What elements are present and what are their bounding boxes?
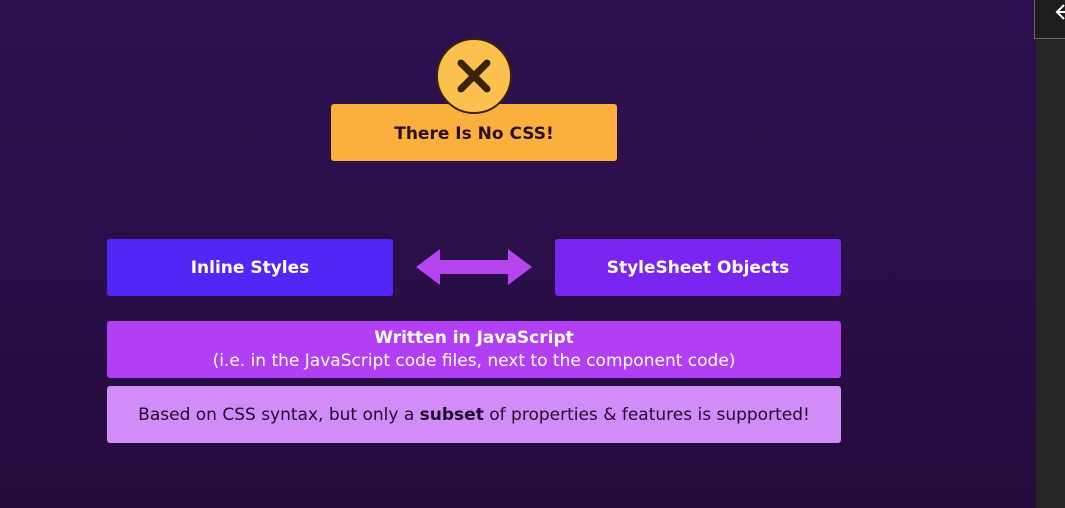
note-emphasis: subset xyxy=(419,404,484,425)
note-suffix: of properties & features is supported! xyxy=(483,404,810,425)
side-panel xyxy=(1036,0,1065,508)
inline-styles-box: Inline Styles xyxy=(107,239,393,296)
no-css-label: There Is No CSS! xyxy=(394,123,554,144)
note-prefix: Based on CSS syntax, but only a xyxy=(138,404,420,425)
inline-styles-label: Inline Styles xyxy=(190,257,310,278)
close-x-icon xyxy=(436,38,512,114)
stylesheet-objects-label: StyleSheet Objects xyxy=(606,257,790,278)
stylesheet-objects-box: StyleSheet Objects xyxy=(555,239,841,296)
written-title: Written in JavaScript xyxy=(374,327,574,348)
slide-canvas: There Is No CSS! Inline Styles StyleShee… xyxy=(0,0,1036,508)
back-button[interactable] xyxy=(1034,0,1065,39)
css-subset-note-box: Based on CSS syntax, but only a subset o… xyxy=(107,386,841,443)
double-arrow-icon xyxy=(416,249,532,285)
back-arrow-icon xyxy=(1055,4,1065,20)
written-in-javascript-box: Written in JavaScript (i.e. in the JavaS… xyxy=(107,321,841,378)
css-subset-note: Based on CSS syntax, but only a subset o… xyxy=(138,405,810,425)
written-subtitle: (i.e. in the JavaScript code files, next… xyxy=(212,350,736,371)
